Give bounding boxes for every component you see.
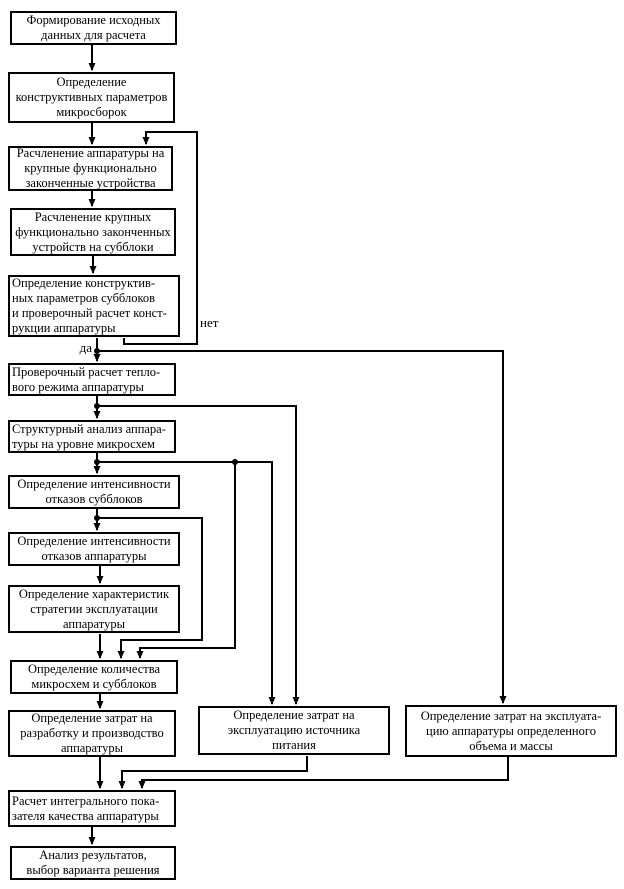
node-b6: Проверочный расчет тепло-вого режима апп… (8, 363, 176, 396)
node-line: конструктивных параметров (15, 90, 168, 104)
node-line: выбор варианта решения (26, 863, 160, 877)
node-b5: Определение конструктив-ных параметров с… (8, 275, 180, 337)
node-line: микросборок (56, 105, 127, 119)
node-line: объема и массы (469, 738, 553, 753)
node-line: устройств на субблоки (32, 239, 154, 254)
node-line: Определение характеристик (18, 586, 170, 601)
connector-b7-b13 (97, 461, 276, 705)
node-line: Определение затрат на (31, 711, 153, 725)
node-line: законченные устройства (25, 176, 156, 190)
node-line: данных для расчета (41, 28, 146, 42)
node-line: Определение затрат на (233, 708, 355, 722)
node-line: Определение (56, 75, 127, 89)
node-line: аппаратуры (63, 616, 125, 631)
node-line: крупные функционально (24, 161, 157, 175)
node-line: вого режима аппаратуры (12, 379, 144, 394)
node-line: аппаратуры (61, 741, 123, 755)
edge-label-no: нет (200, 315, 219, 330)
node-line: рукции аппаратуры (12, 321, 116, 335)
node-line: ных параметров субблоков (12, 291, 156, 305)
node-line: и проверочный расчет конст- (12, 306, 167, 320)
connector-b8-b11 (97, 517, 203, 659)
edge-label-yes: да (62, 341, 92, 355)
node-line: Структурный анализ аппара- (12, 421, 166, 436)
node-line: питания (272, 738, 316, 752)
connector-b13-b14 (118, 756, 308, 789)
node-line: Определение интенсивности (17, 534, 171, 548)
connector-b16-b14 (138, 757, 509, 789)
connector-b5-b3-no (123, 131, 198, 345)
node-b14: Расчет интегрального пока-зателя качеств… (8, 790, 176, 827)
connector-b6-b13 (97, 405, 300, 705)
node-b16: Определение затрат на эксплуата-цию аппа… (405, 705, 617, 757)
node-line: Формирование исходных (26, 13, 161, 27)
node-line: разработку и производство (20, 726, 164, 740)
node-line: Расчет интегрального пока- (12, 793, 160, 808)
node-b15: Анализ результатов,выбор варианта решени… (10, 846, 176, 880)
node-line: Определение интенсивности (17, 477, 171, 491)
node-line: Расчленение крупных (34, 209, 152, 224)
connector-b5-b16 (97, 350, 507, 704)
node-line: Определение конструктив- (12, 276, 156, 290)
node-line: отказов субблоков (45, 492, 143, 506)
node-line: Определение количества (28, 662, 160, 676)
junction-dots (94, 348, 238, 521)
node-line: микросхем и субблоков (31, 677, 157, 691)
node-b7: Структурный анализ аппара-туры на уровне… (8, 420, 176, 453)
node-line: Проверочный расчет тепло- (12, 364, 161, 379)
node-line: стратегии эксплуатации (30, 601, 158, 616)
node-line: Анализ результатов, (39, 848, 147, 862)
node-line: отказов аппаратуры (41, 549, 147, 563)
connector-b7-b11 (136, 462, 236, 659)
node-line: Определение затрат на эксплуата- (420, 708, 602, 723)
node-line: зателя качества аппаратуры (12, 808, 159, 823)
node-line: эксплуатацию источника (227, 723, 361, 737)
node-line: функционально законченных (15, 224, 171, 239)
node-line: цию аппаратуры определенного (426, 723, 596, 738)
node-line: туры на уровне микросхем (12, 436, 155, 451)
node-line: Расчленение аппаратуры на (16, 146, 165, 160)
